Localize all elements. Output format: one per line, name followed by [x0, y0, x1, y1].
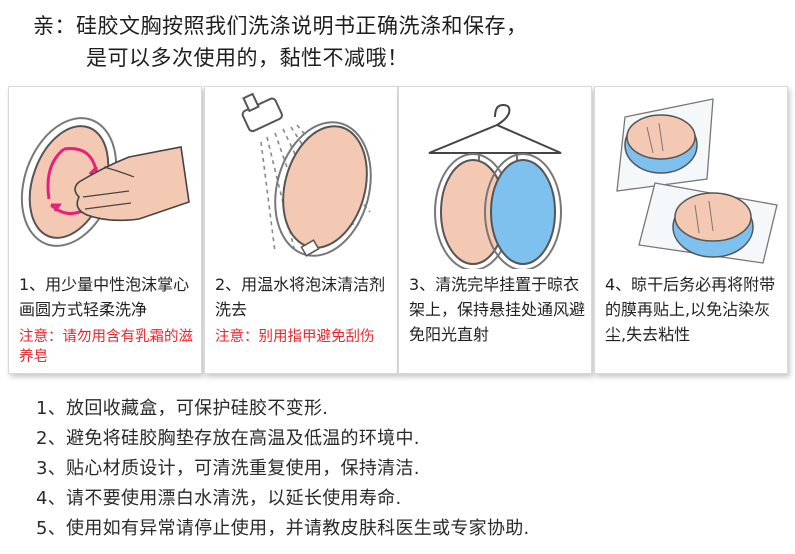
step-1-text: 1、用少量中性泡沫掌心画圆方式轻柔洗净: [19, 275, 190, 319]
step-3-text: 3、清洗完毕挂置于晾衣架上，保持悬挂处通风避免阳光直射: [409, 275, 586, 344]
care-steps: 1、用少量中性泡沫掌心画圆方式轻柔洗净 注意：请勿用含有乳霜的滋养皂: [0, 80, 795, 380]
step-card-1: 1、用少量中性泡沫掌心画圆方式轻柔洗净 注意：请勿用含有乳霜的滋养皂: [8, 86, 202, 374]
step-1-note: 注意：请勿用含有乳霜的滋养皂: [19, 329, 193, 365]
step-2-note: 注意：别用指甲避免刮伤: [215, 329, 375, 345]
header-line-1: 亲：硅胶文胸按照我们洗涤说明书正确洗涤和保存，: [33, 14, 528, 38]
tip-item-4: 4、请不要使用漂白水清洗，以延长使用寿命.: [36, 488, 402, 509]
tip-item-5: 5、使用如有异常请停止使用，并请教皮肤科医生或专家协助.: [36, 518, 530, 539]
header: 亲：硅胶文胸按照我们洗涤说明书正确洗涤和保存， 是可以多次使用的，黏性不减哦！: [0, 0, 795, 80]
step-card-2: 2、用温水将泡沫清洁剂洗去 注意：别用指甲避免刮伤: [204, 86, 398, 374]
hanger-drying-icon: [399, 87, 591, 269]
care-tips-list: 1、放回收藏盒，可保护硅胶不变形. 2、避免将硅胶胸垫存放在高温及低温的环境中.…: [36, 394, 776, 544]
shower-rinse-icon: [205, 87, 397, 269]
header-line-2: 是可以多次使用的，黏性不减哦！: [86, 46, 409, 70]
tip-item-1: 1、放回收藏盒，可保护硅胶不变形.: [36, 398, 329, 419]
step-card-3: 3、清洗完毕挂置于晾衣架上，保持悬挂处通风避免阳光直射: [398, 86, 592, 374]
tip-item-2: 2、避免将硅胶胸垫存放在高温及低温的环境中.: [36, 428, 420, 449]
tip-item-3: 3、贴心材质设计，可清洗重复使用，保持清洁.: [36, 458, 420, 479]
step-card-4: 4、晾干后务必再将附带的膜再贴上,以免沾染灰尘,失去粘性: [594, 86, 788, 374]
step-2-text: 2、用温水将泡沫清洁剂洗去: [215, 275, 386, 319]
step-4-text: 4、晾干后务必再将附带的膜再贴上,以免沾染灰尘,失去粘性: [605, 275, 776, 344]
hand-washing-cup-icon: [9, 87, 201, 269]
protective-film-icon: [595, 87, 787, 269]
